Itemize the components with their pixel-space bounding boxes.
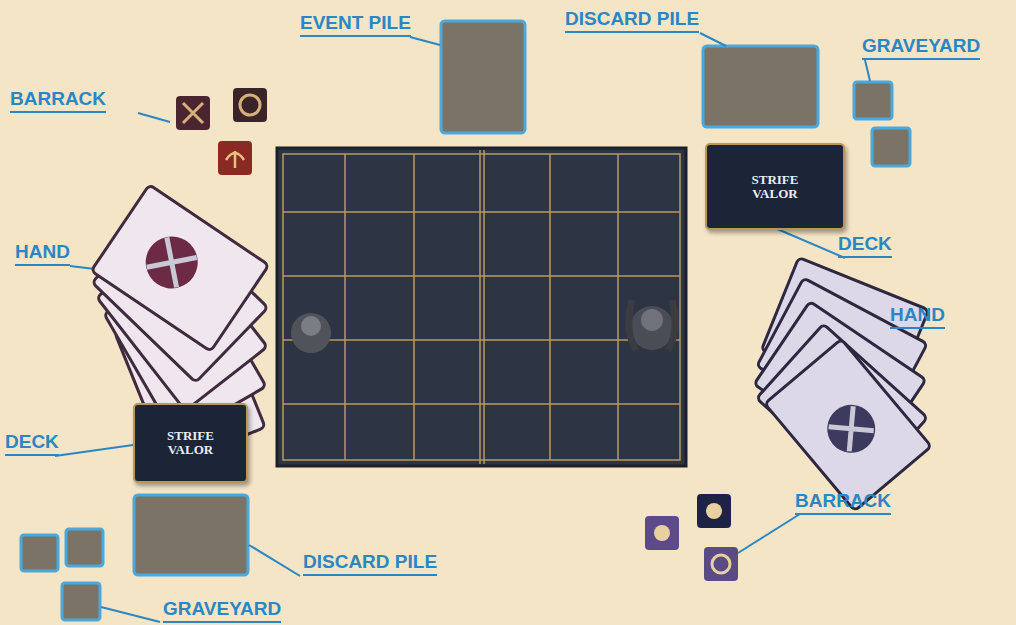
callout-label: DECK (5, 431, 59, 456)
callout-label: HAND (890, 304, 945, 329)
callout-label: GRAVEYARD (163, 598, 281, 623)
deck-card: STRIFE VALOR (133, 403, 248, 483)
deck-card: STRIFE VALOR (705, 143, 845, 230)
callout-label: DISCARD PILE (565, 8, 699, 33)
callout-label: DISCARD PILE (303, 551, 437, 576)
deck-logo: STRIFE VALOR (745, 173, 805, 201)
callout-label: BARRACK (10, 88, 106, 113)
callout-label: GRAVEYARD (862, 35, 980, 60)
deck-logo: STRIFE VALOR (161, 429, 221, 457)
callout-label: BARRACK (795, 490, 891, 515)
callout-label: DECK (838, 233, 892, 258)
callout-label: HAND (15, 241, 70, 266)
callout-label: EVENT PILE (300, 12, 411, 37)
